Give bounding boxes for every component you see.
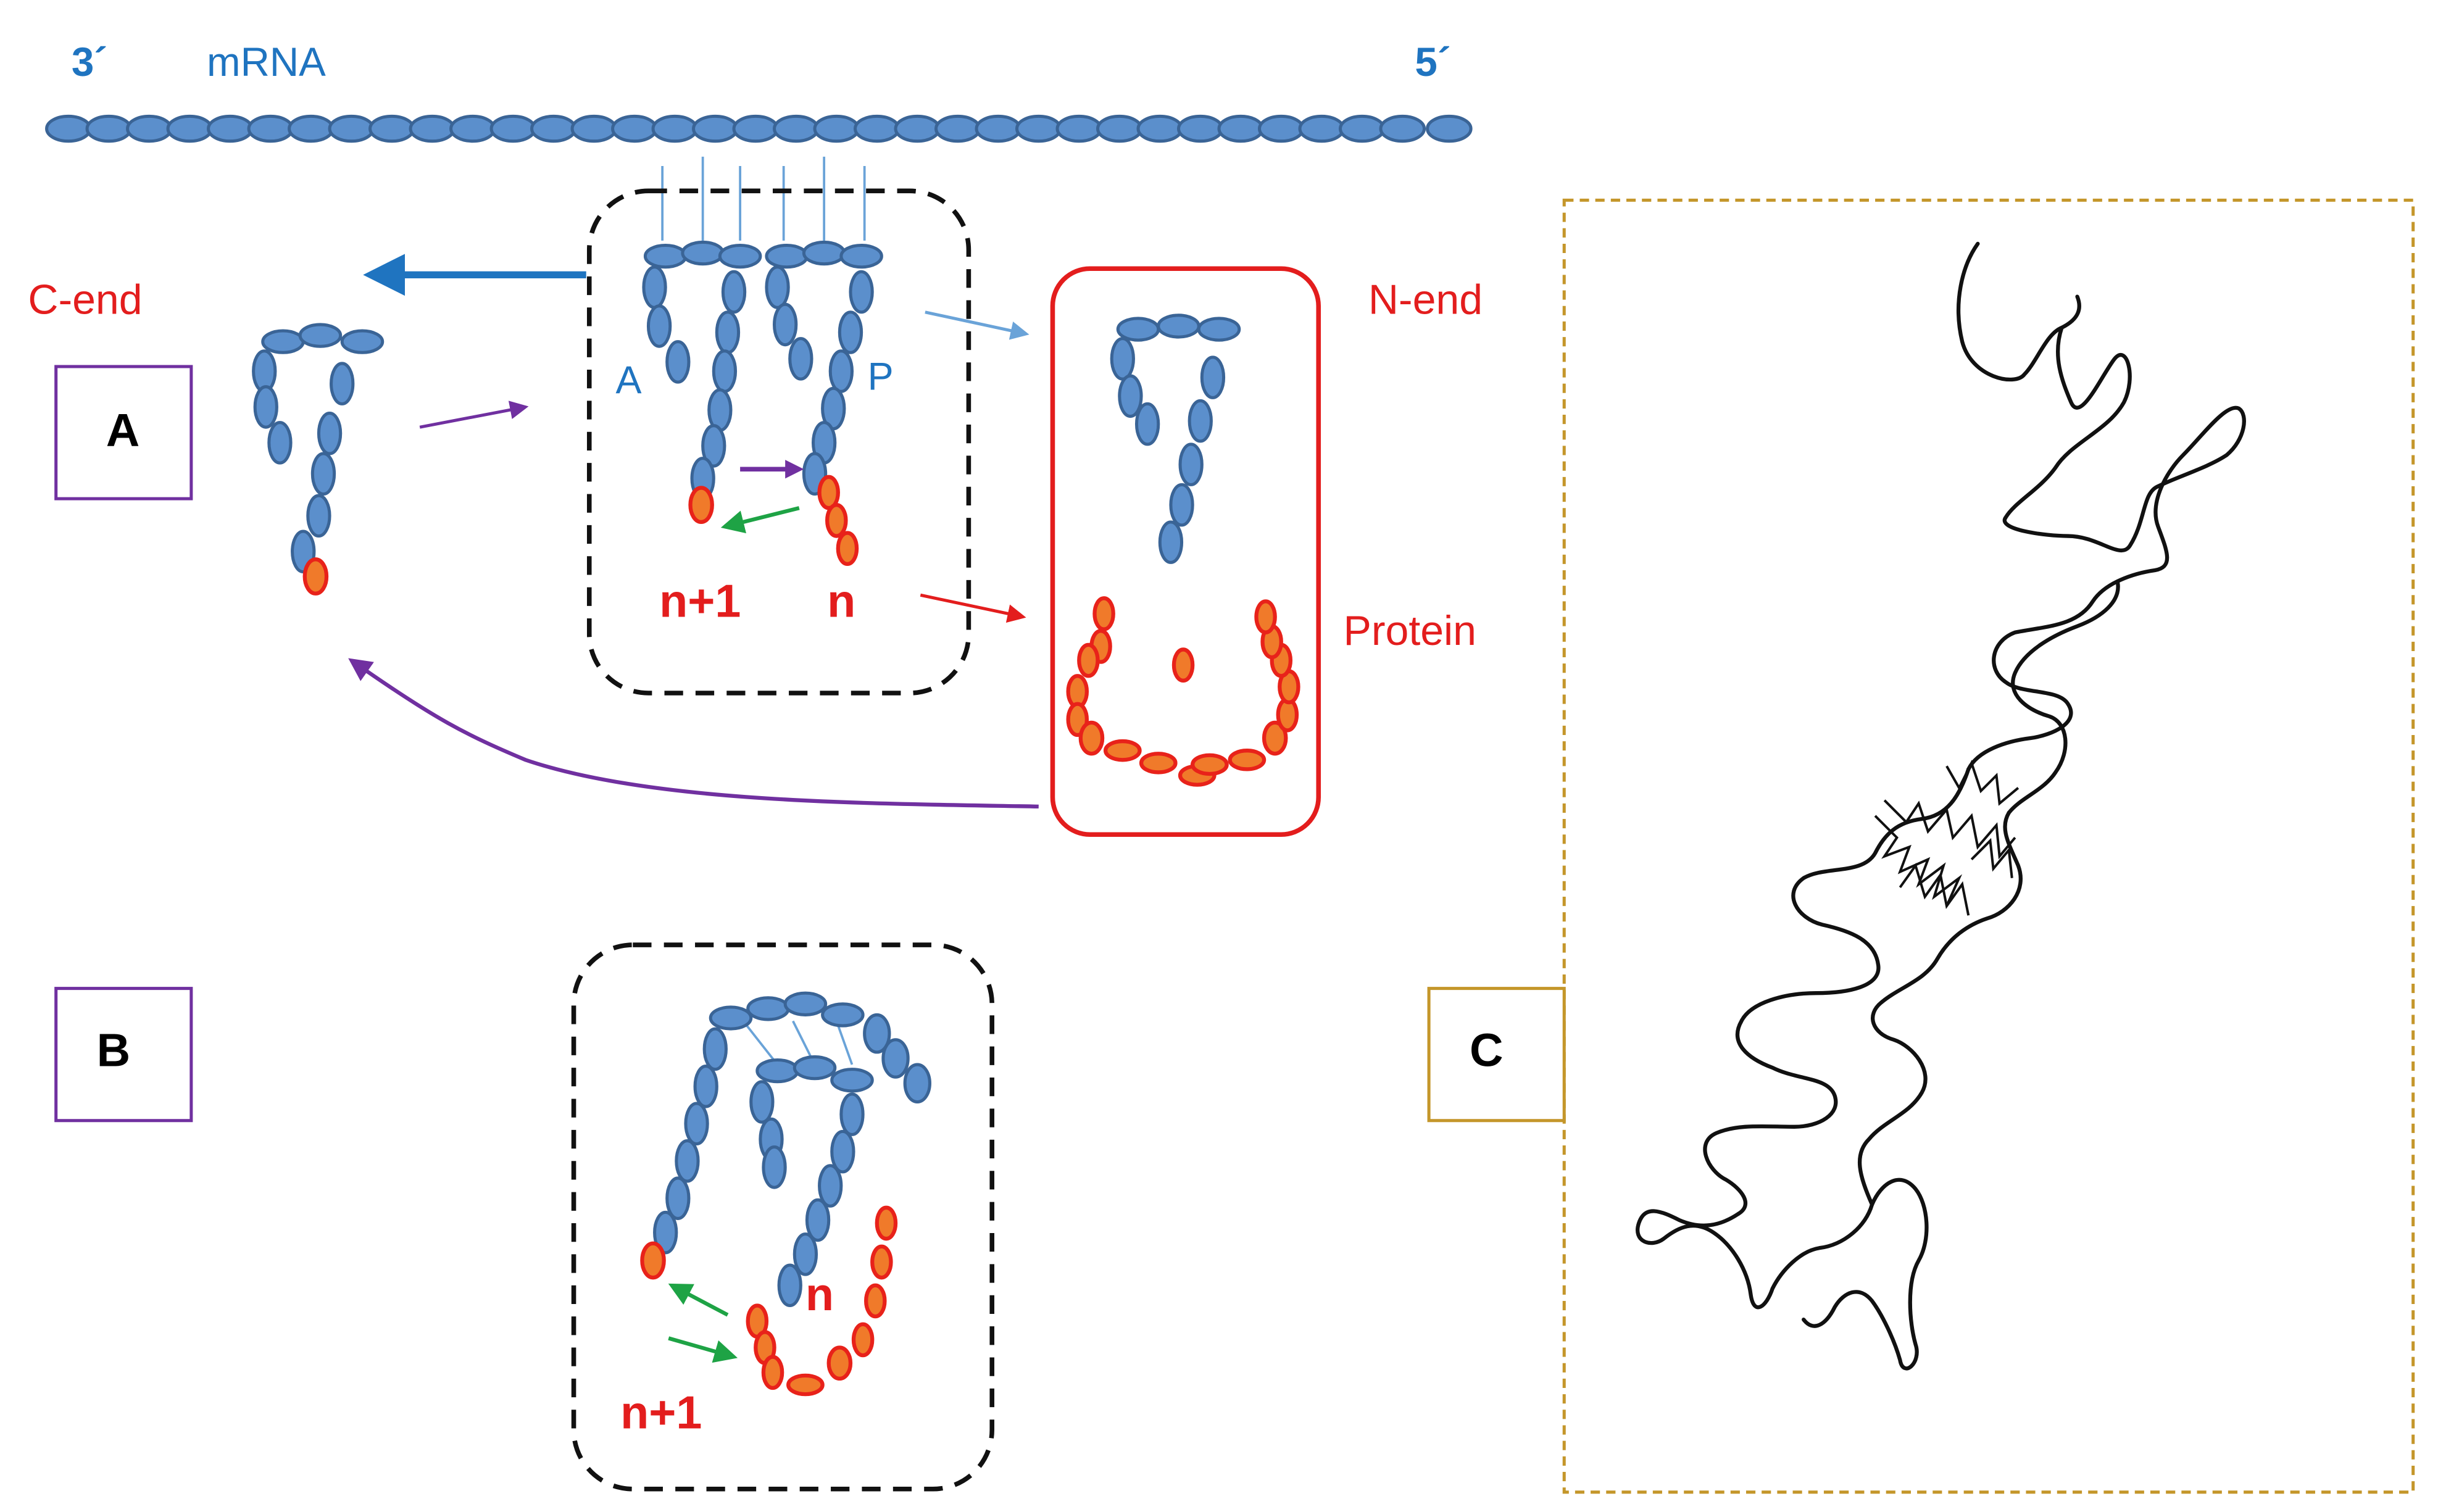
panel-a-label: A xyxy=(106,404,140,456)
panel-b-label: B xyxy=(97,1025,131,1077)
n-plus-1-label: n+1 xyxy=(659,576,741,628)
trna-a-site xyxy=(642,240,762,501)
panel-b-green-arrow-up xyxy=(668,1283,729,1317)
green-transfer-arrow xyxy=(720,506,800,534)
ribosome-box-b xyxy=(571,942,994,1492)
panel-b-n-plus-1-label: n+1 xyxy=(620,1387,702,1439)
panel-b-trnas xyxy=(653,991,931,1308)
released-trna xyxy=(1110,314,1241,564)
mrna-label: mRNA xyxy=(207,39,326,85)
p-site-residues xyxy=(817,475,859,567)
red-arrow-to-protein xyxy=(920,593,1026,623)
polymer-trace xyxy=(1636,241,2246,1371)
released-protein xyxy=(1066,596,1300,787)
panel-a-box xyxy=(54,365,193,501)
n-end-label: N-end xyxy=(1368,276,1483,323)
site-p-label: P xyxy=(868,355,894,399)
trna-p-site xyxy=(765,240,883,496)
panel-c-label: C xyxy=(1470,1025,1504,1077)
panel-c-label-box xyxy=(1427,987,1566,1123)
recycle-arrow xyxy=(348,658,1039,809)
mrna-strand xyxy=(45,114,1473,143)
panel-c-box xyxy=(1562,198,2415,1494)
free-trna-residue xyxy=(302,557,329,596)
codon-ticks xyxy=(661,156,866,241)
purple-arrow-to-ribosome xyxy=(419,401,529,429)
light-blue-arrow xyxy=(925,310,1030,340)
polymer-knot xyxy=(1874,760,2020,916)
five-prime-label: 5´ xyxy=(1415,39,1450,85)
panel-b-green-arrow-down xyxy=(668,1336,738,1363)
released-products-box xyxy=(1050,266,1321,837)
panel-b-residues xyxy=(640,1205,898,1397)
site-a-label: A xyxy=(616,359,642,402)
protein-label: Protein xyxy=(1344,607,1476,654)
panel-b-n-label: n xyxy=(805,1269,834,1321)
three-prime-label: 3´ xyxy=(72,39,107,85)
free-trna xyxy=(252,323,385,574)
c-end-label: C-end xyxy=(28,276,142,323)
panel-b-box xyxy=(54,987,193,1123)
n-label: n xyxy=(827,576,855,628)
ribosome-box-a xyxy=(586,188,971,696)
a-site-residue xyxy=(688,486,714,525)
